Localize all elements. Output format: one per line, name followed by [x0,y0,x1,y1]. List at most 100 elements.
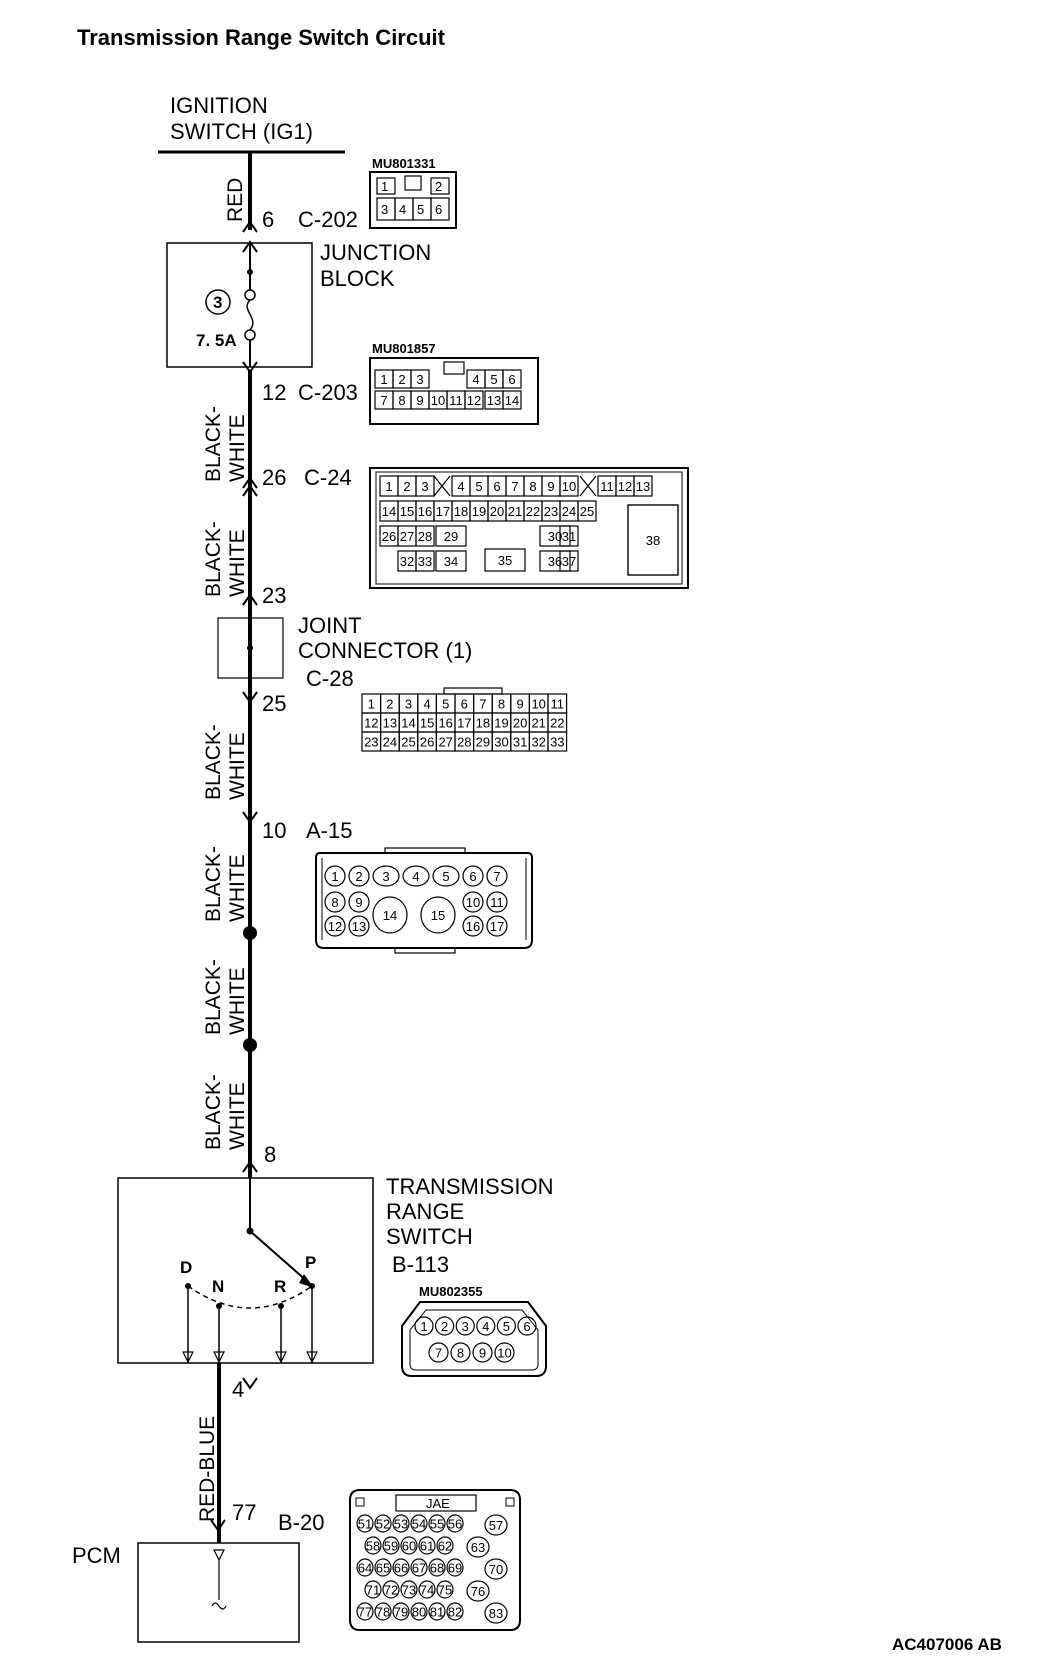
pcm-cell-label: 66 [394,1561,408,1576]
c24-cavity-blank [579,475,597,497]
c203-cell [502,369,522,389]
c28-cell-label: 25 [401,735,415,750]
pcm-cell [364,1536,382,1555]
a15-cell [348,865,370,887]
c28-cell-label: 19 [494,716,508,731]
ignition-switch: IGNITION SWITCH (IG1) [158,93,345,154]
a15-cell-label: 8 [331,895,338,910]
c24-cell-label: 8 [529,479,536,494]
c24-cell-label: 9 [547,479,554,494]
joint-pin-top: 23 [262,583,286,608]
svg-text:WHITE: WHITE [226,732,249,800]
a15-cell-label: 7 [493,869,500,884]
c24-cell [484,548,526,572]
a15-cell-label: 6 [469,869,476,884]
pcm-cell [374,1558,392,1577]
c24-cell [559,475,579,497]
trs-label-line1: TRANSMISSION [386,1174,553,1199]
c24-cell-label: 10 [562,479,576,494]
splice-dot [243,926,257,940]
c28-cell-label: 10 [531,697,545,712]
pcm-cell-label: 77 [358,1605,372,1620]
trs-cell-label: 4 [482,1319,489,1334]
pcm-cell-label: 64 [358,1561,372,1576]
pcm-cell [446,1514,464,1533]
trs-cell-label: 10 [497,1346,511,1361]
pcm-cell [374,1514,392,1533]
c24-cell-label: 11 [600,479,614,494]
c28-cell-label: 30 [494,735,508,750]
c24-pin: 26 [262,465,286,490]
c28-cell-label: 26 [420,735,434,750]
c24-cell-label: 28 [418,529,432,544]
trs-id: B-113 [392,1252,449,1277]
a15-cell [462,865,484,887]
pcm-cell-label: 55 [430,1517,444,1532]
pcm-cell-label: 78 [376,1605,390,1620]
pcm-cell-label: 83 [489,1606,503,1621]
c202-cell: 4 [399,202,406,217]
c24-cell-label: 19 [472,504,486,519]
ignition-label-line2: SWITCH (IG1) [170,119,313,144]
wire-label-bw-2: BLACK- WHITE [202,521,249,597]
switch-position-n: N [212,1277,224,1296]
trs-pin-bottom: 4 [232,1377,244,1402]
pcm-cell [410,1558,428,1577]
trs-cell [476,1316,496,1336]
pcm-cell [392,1514,410,1533]
c28-cell-label: 2 [386,697,393,712]
trs-cell-label: 2 [441,1319,448,1334]
fuse-number-badge [205,289,231,315]
c28-cell-label: 17 [457,716,471,731]
c203-pin: 12 [262,380,286,405]
pcm-cell [382,1536,400,1555]
c28-cell-label: 6 [461,697,468,712]
c28-cell-label: 21 [531,716,545,731]
c203-cell-label: 5 [490,372,497,387]
c203-cell-label: 7 [380,393,387,408]
a15-cell [324,891,346,913]
joint-connector-label-line2: CONNECTOR (1) [298,638,472,663]
pcm-cell-label: 67 [412,1561,426,1576]
c24-cell [577,500,597,522]
c24-cell [633,475,653,497]
trs-cell [455,1316,475,1336]
pcm-cell [466,1580,490,1602]
c203-id: C-203 [298,380,358,405]
pcm-cell-label: 63 [471,1540,485,1555]
trs-cell [517,1316,537,1336]
c24-cell-label: 21 [508,504,522,519]
c24-cell-label: 32 [400,554,414,569]
c24-cell [539,525,571,547]
c24-cell-label: 23 [544,504,558,519]
pcm-cell [484,1514,508,1536]
c28-cell-label: 7 [479,697,486,712]
trs-part-number: MU802355 [419,1284,483,1299]
c202-cell: 1 [381,179,388,194]
joint-connector-id: C-28 [306,666,354,691]
c24-cell-label: 17 [436,504,450,519]
pcm-cell-label: 70 [489,1562,503,1577]
c202-cell: 5 [417,202,424,217]
pcm-cell-label: 60 [402,1539,416,1554]
c202-cell: 3 [381,202,388,217]
c28-cell-label: 16 [438,716,452,731]
c28-cell-label: 20 [513,716,527,731]
pcm-cell-label: 73 [402,1583,416,1598]
a15-cell-label: 3 [382,869,389,884]
c24-cell-label: 22 [526,504,540,519]
svg-text:BLACK-: BLACK- [202,1074,225,1150]
c203-cell [410,369,430,389]
a15-cell-label: 2 [355,869,362,884]
c24-cell-label: 4 [457,479,464,494]
pcm-cell-label: 61 [420,1539,434,1554]
c24-id: C-24 [304,465,352,490]
c28-cell [547,731,568,752]
a15-cell-label: 12 [328,919,342,934]
trs-cell-label: 1 [420,1319,427,1334]
c24-cell-label: 5 [475,479,482,494]
c203-cell [502,390,522,410]
